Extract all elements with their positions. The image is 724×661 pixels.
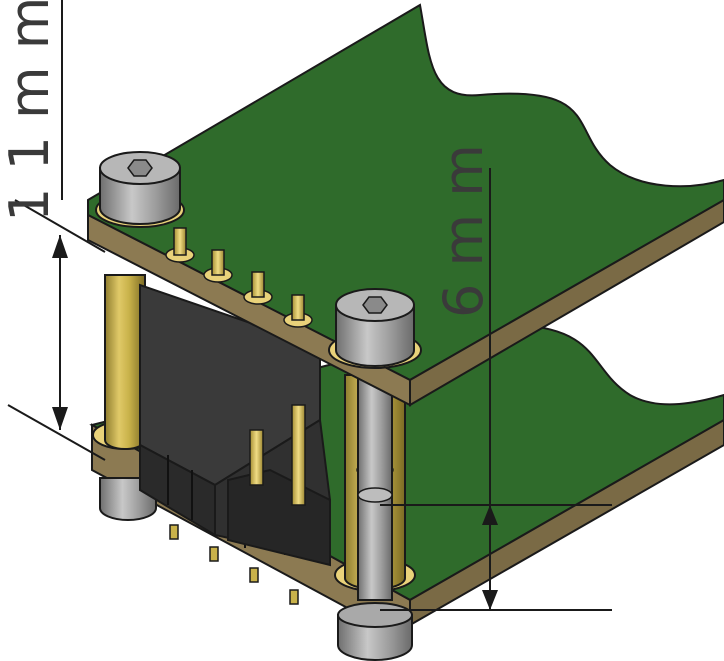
solder-pin — [289, 589, 299, 605]
bottom-solder-pins — [169, 524, 299, 605]
dimension-6mm — [380, 168, 612, 611]
screw-shaft-front — [357, 359, 393, 601]
dimension-11mm — [7, 0, 106, 461]
pin-pad — [283, 294, 313, 328]
top-pcb — [87, 3, 724, 407]
top-pcb-right-edge — [409, 198, 724, 407]
socket-screw-head-front — [328, 288, 422, 369]
extension-line-bottom — [7, 404, 106, 461]
header-pin — [249, 429, 264, 486]
top-pcb-top-face — [87, 3, 724, 382]
pin-pad — [243, 271, 273, 305]
screw-bottom-front — [337, 602, 413, 661]
dimension-label-6mm: 6 m m — [432, 144, 495, 318]
solder-pin — [169, 524, 179, 540]
pin-header — [249, 404, 306, 506]
socket-screw-head-back — [95, 151, 185, 228]
pin-pad — [165, 227, 195, 263]
dimension-label-11mm: 1 1 m m — [0, 0, 61, 222]
solder-pin — [249, 567, 259, 583]
solder-pin — [209, 546, 219, 562]
pin-pad — [203, 249, 233, 283]
header-pin — [291, 404, 306, 506]
extension-line-top — [14, 199, 106, 253]
top-pin-row — [165, 227, 313, 328]
